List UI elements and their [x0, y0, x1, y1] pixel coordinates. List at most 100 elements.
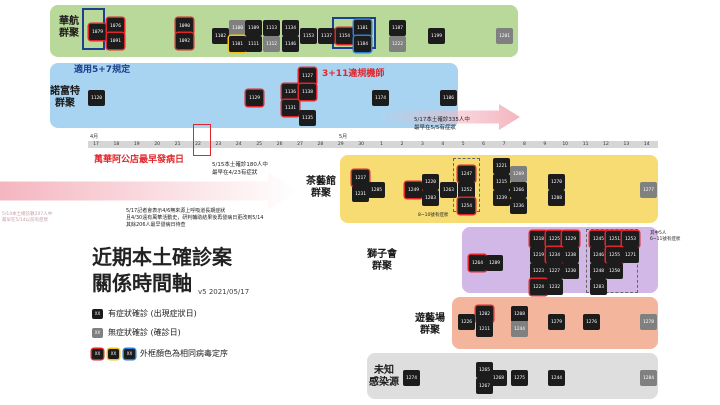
cal-case-box: 1153: [300, 28, 317, 44]
date-tick: 26: [276, 142, 283, 147]
novotel-case-box: 1138: [299, 84, 316, 100]
tea-case-box: 1231: [352, 186, 369, 202]
date-tick: 21: [174, 142, 181, 147]
lions-case-box: 1238: [562, 247, 579, 263]
date-tick: 5: [461, 142, 465, 147]
cal-case-box: 1109: [245, 20, 262, 36]
lions-case-box: 1219: [530, 247, 547, 263]
date-tick: 1: [380, 142, 384, 147]
date-tick: 11: [582, 142, 589, 147]
date-tick: 2: [400, 142, 404, 147]
tea-note: 8~10號有症狀: [418, 213, 449, 218]
tea-case-box: 1263: [440, 182, 457, 198]
cal-case-box: 1154: [336, 28, 353, 44]
rule-57-label: 適用5+7規定: [74, 65, 131, 75]
lions-case-box: 1234: [546, 247, 563, 263]
tea-case-box: 1239: [493, 190, 510, 206]
unknown-case-box: 1265: [476, 362, 493, 378]
unknown-case-box: 1268: [490, 370, 507, 386]
date-tick: 22: [195, 142, 201, 147]
lions-case-box: 1264: [469, 255, 486, 271]
tea-case-box: 1285: [368, 182, 385, 198]
novotel-case-box: 1129: [246, 90, 263, 106]
date-tick: 20: [154, 142, 161, 147]
cal-case-box: 1090: [176, 18, 193, 34]
lions-case-box: 1289: [486, 255, 503, 271]
date-tick: 14: [643, 142, 650, 147]
cal-case-box: 1181: [354, 20, 371, 36]
lions-case-box: 1253: [622, 231, 639, 247]
cal-case-box: 1100: [229, 20, 246, 36]
arcade-case-box: 1202: [476, 306, 493, 322]
date-tick: 12: [603, 142, 609, 147]
wanhua-date-box: [193, 124, 211, 156]
arcade-case-box: 1279: [548, 314, 565, 330]
cal-case-box: 1111: [245, 36, 262, 52]
date-tick: 30: [358, 142, 365, 147]
lions-case-box: 1227: [546, 263, 563, 279]
month-april-label: 4月: [90, 134, 99, 140]
date-axis: [88, 141, 658, 148]
cal-case-box: 1201: [496, 28, 513, 44]
cal-cluster-label: 華航 群聚: [59, 16, 79, 39]
arcade-case-box: 1226: [458, 314, 475, 330]
cal-case-box: 1199: [428, 28, 445, 44]
cal-case-box: 1184: [354, 36, 371, 52]
date-tick: 27: [297, 142, 303, 147]
wanhua-label: 萬華阿公店最早發病日: [94, 155, 185, 165]
arcade-case-box: 1276: [583, 314, 600, 330]
date-tick: 19: [133, 142, 140, 147]
legend-blue-frame: XX: [124, 348, 135, 359]
unknown-case-box: 1267: [476, 378, 493, 394]
arcade-case-box: 1244: [511, 321, 528, 337]
tea-case-box: 1266: [510, 182, 527, 198]
tea-cluster-label: 茶藝館 群聚: [306, 176, 336, 199]
date-tick: 13: [623, 142, 630, 147]
arcade-cluster-label: 遊藝場 群聚: [415, 313, 445, 336]
tea-case-box: 1221: [493, 158, 510, 174]
novotel-case-box: 1120: [88, 90, 105, 106]
tea-case-box: 1270: [548, 174, 565, 190]
diagram-title: 近期本土確診案 關係時間軸: [92, 245, 232, 295]
cal-case-box: 1101: [229, 36, 246, 52]
legend-asymptomatic: XX 無症狀確診 (確診日): [92, 327, 181, 338]
legend-yellow-frame: XX: [108, 348, 119, 359]
tea-case-box: 1236: [510, 198, 527, 214]
note-0515: 5/15本土確診180人中 最早在4/23有症狀: [212, 162, 268, 176]
lions-case-box: 1283: [590, 279, 607, 295]
tea-case-box: 1220: [422, 174, 439, 190]
legend-grey-box: XX: [92, 327, 103, 338]
lions-case-box: 1246: [590, 247, 607, 263]
lions-case-box: 1232: [546, 279, 563, 295]
cal-case-box: 1187: [389, 20, 406, 36]
lions-case-box: 1271: [622, 247, 639, 263]
tea-case-box: 1288: [548, 190, 565, 206]
unknown-case-box: 1244: [548, 370, 565, 386]
faded-note: 5/14本土確診數207人中 最早在5/14以前有症狀: [2, 212, 53, 223]
tea-case-box: 1269: [510, 166, 527, 182]
version-label: v5 2021/05/17: [198, 288, 250, 296]
lions-note: 其中5人 6~11號有症狀: [650, 231, 681, 242]
lions-case-box: 1251: [606, 231, 623, 247]
date-tick: 17: [93, 142, 99, 147]
arcade-case-box: 1278: [640, 314, 657, 330]
cal-case-box: 1134: [282, 20, 299, 36]
lions-case-box: 1229: [562, 231, 579, 247]
lions-case-box: 1223: [530, 263, 547, 279]
legend-frame: XX XX XX 外框顏色為相同病毒定序: [92, 348, 228, 359]
cal-case-box: 1092: [176, 33, 193, 49]
cal-case-box: 1113: [263, 20, 280, 36]
lions-case-box: 1218: [530, 231, 547, 247]
novotel-case-box: 1186: [440, 90, 457, 106]
date-tick: 29: [337, 142, 344, 147]
legend-symptomatic: XX 有症狀確診 (出現症狀日): [92, 308, 197, 319]
tea-case-box: 1254: [458, 198, 475, 214]
legend-red-frame: XX: [92, 348, 103, 359]
legend-black-box: XX: [92, 308, 103, 319]
unknown-case-box: 1274: [403, 370, 420, 386]
date-tick: 9: [543, 142, 547, 147]
tea-case-box: 1203: [422, 190, 439, 206]
date-tick: 28: [317, 142, 324, 147]
date-tick: 23: [215, 142, 222, 147]
